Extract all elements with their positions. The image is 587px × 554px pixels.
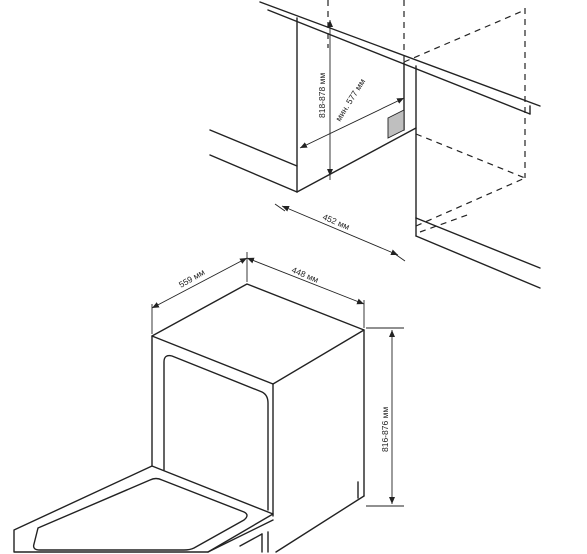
niche-width-ext-right — [394, 253, 406, 262]
niche-back-line — [296, 127, 417, 193]
left-cabinet-front-top — [209, 129, 298, 167]
niche-depth-label: мин. 577 мм — [333, 77, 367, 123]
appliance-drawing: 559 мм 448 мм 816-876 мм — [13, 252, 404, 553]
countertop-top-edge — [259, 1, 541, 107]
hidden-line-6 — [415, 177, 526, 227]
hidden-line-7 — [419, 213, 471, 233]
tub-opening — [163, 354, 269, 511]
appliance-depth-dimension — [151, 257, 248, 309]
left-cabinet-front-bottom — [209, 154, 298, 193]
hidden-line-5 — [415, 133, 526, 179]
niche-width-ext-left — [274, 203, 286, 212]
appliance-top-face — [151, 283, 365, 385]
right-cabinet-base — [415, 217, 541, 269]
appliance-side-bottom — [275, 495, 365, 553]
right-cabinet-plinth — [415, 235, 541, 289]
niche-width-dimension — [281, 205, 399, 256]
niche-drawing: 818-878 мм мин. 577 мм 452 мм — [209, 0, 541, 289]
utility-cutout — [387, 109, 405, 139]
niche-depth-dimension — [299, 97, 405, 149]
appliance-width-dimension — [246, 257, 365, 305]
appliance-depth-label: 559 мм — [177, 267, 207, 290]
appliance-width-label: 448 мм — [290, 265, 320, 285]
door-plinth-line — [239, 533, 263, 547]
door-inner-panel — [32, 477, 248, 551]
countertop-bottom-edge — [267, 9, 531, 115]
appliance-height-label: 816-876 мм — [380, 407, 390, 452]
open-door — [13, 465, 274, 553]
niche-height-label: 818-878 мм — [317, 73, 327, 118]
door-hinge-line — [207, 519, 274, 553]
hidden-line-3 — [403, 9, 526, 63]
